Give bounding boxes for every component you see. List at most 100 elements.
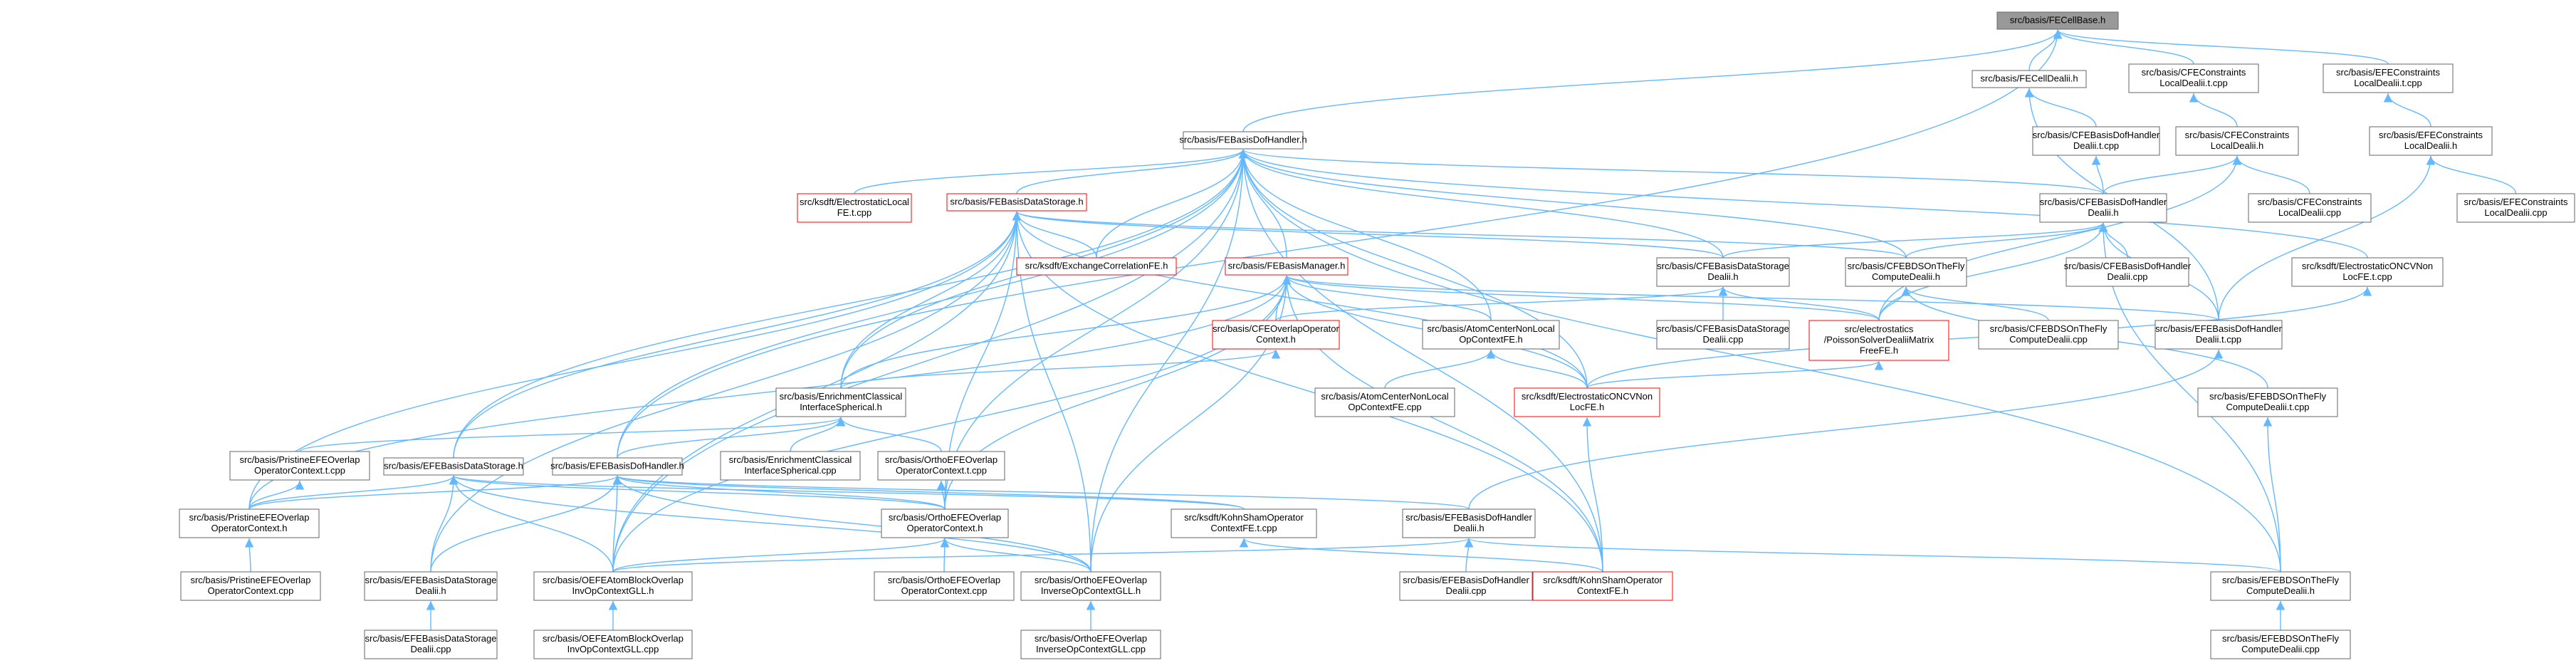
node-box[interactable] bbox=[364, 630, 498, 659]
node-box[interactable] bbox=[1422, 320, 1560, 350]
node-box[interactable] bbox=[2032, 126, 2160, 156]
node-box[interactable] bbox=[1532, 571, 1673, 601]
graph-node-n40[interactable]: src/basis/OEFEAtomBlockOverlapInvOpConte… bbox=[533, 571, 693, 601]
node-box[interactable] bbox=[881, 508, 1009, 538]
graph-node-n2[interactable]: src/basis/CFEConstraintsLocalDealii.t.cp… bbox=[2128, 63, 2259, 93]
graph-node-n49[interactable]: src/basis/EFEBDSOnTheFlyComputeDealii.cp… bbox=[2210, 630, 2351, 659]
graph-node-n26[interactable]: src/basis/AtomCenterNonLocalOpContextFE.… bbox=[1314, 387, 1455, 417]
node-box[interactable] bbox=[797, 193, 912, 223]
graph-node-n30[interactable]: src/basis/EFEBasisDataStorage.h bbox=[383, 457, 524, 476]
node-box[interactable] bbox=[383, 457, 524, 476]
node-box[interactable] bbox=[552, 457, 683, 476]
graph-node-n4[interactable]: src/basis/FEBasisDofHandler.h bbox=[1179, 131, 1307, 150]
node-box[interactable] bbox=[1978, 320, 2119, 350]
graph-node-n34[interactable]: src/basis/PristineEFEOverlapOperatorCont… bbox=[179, 508, 320, 538]
graph-node-n0[interactable]: src/basis/FECellBase.h bbox=[1996, 11, 2119, 30]
node-box[interactable] bbox=[2175, 126, 2299, 156]
graph-node-n35[interactable]: src/basis/OrthoEFEOverlapOperatorContext… bbox=[881, 508, 1009, 538]
graph-node-n38[interactable]: src/basis/PristineEFEOverlapOperatorCont… bbox=[180, 571, 321, 601]
graph-node-n36[interactable]: src/ksdft/KohnShamOperatorContextFE.t.cp… bbox=[1171, 508, 1317, 538]
node-box[interactable] bbox=[2291, 257, 2444, 287]
graph-node-n18[interactable]: src/ksdft/ElectrostaticONCVNonLocFE.t.cp… bbox=[2291, 257, 2444, 287]
node-box[interactable] bbox=[1212, 320, 1340, 350]
node-box[interactable] bbox=[2456, 193, 2575, 223]
graph-node-n14[interactable]: src/basis/FEBasisManager.h bbox=[1225, 257, 1349, 276]
node-box[interactable] bbox=[533, 630, 693, 659]
node-box[interactable] bbox=[364, 571, 498, 601]
node-box[interactable] bbox=[1656, 257, 1790, 287]
node-box[interactable] bbox=[180, 571, 321, 601]
graph-node-n41[interactable]: src/basis/OrthoEFEOverlapOperatorContext… bbox=[874, 571, 1015, 601]
graph-node-n28[interactable]: src/basis/EFEBDSOnTheFlyComputeDealii.t.… bbox=[2197, 387, 2338, 417]
node-box[interactable] bbox=[1514, 387, 1660, 417]
graph-node-n22[interactable]: src/electrostatics/PoissonSolverDealiiMa… bbox=[1808, 320, 1949, 361]
node-box[interactable] bbox=[2323, 63, 2454, 93]
graph-node-n33[interactable]: src/basis/OrthoEFEOverlapOperatorContext… bbox=[877, 451, 1005, 481]
node-box[interactable] bbox=[1020, 571, 1161, 601]
node-box[interactable] bbox=[1399, 571, 1533, 601]
node-box[interactable] bbox=[2369, 126, 2493, 156]
graph-node-n48[interactable]: src/basis/OrthoEFEOverlapInverseOpContex… bbox=[1020, 630, 1161, 659]
graph-node-n32[interactable]: src/basis/EnrichmentClassicalInterfaceSp… bbox=[720, 451, 861, 481]
node-box[interactable] bbox=[1402, 508, 1536, 538]
node-box[interactable] bbox=[2248, 193, 2372, 223]
node-box[interactable] bbox=[720, 451, 861, 481]
node-box[interactable] bbox=[1972, 70, 2087, 88]
graph-node-n42[interactable]: src/basis/OrthoEFEOverlapInverseOpContex… bbox=[1020, 571, 1161, 601]
graph-node-n20[interactable]: src/basis/AtomCenterNonLocalOpContextFE.… bbox=[1422, 320, 1560, 350]
graph-node-n9[interactable]: src/basis/FEBasisDataStorage.h bbox=[946, 193, 1087, 212]
graph-node-n25[interactable]: src/basis/EnrichmentClassicalInterfaceSp… bbox=[775, 387, 906, 417]
node-box[interactable] bbox=[2065, 257, 2189, 287]
node-box[interactable] bbox=[1183, 131, 1304, 150]
graph-node-n47[interactable]: src/basis/OEFEAtomBlockOverlapInvOpConte… bbox=[533, 630, 693, 659]
graph-node-n3[interactable]: src/basis/EFEConstraintsLocalDealii.t.cp… bbox=[2323, 63, 2454, 93]
node-box[interactable] bbox=[1845, 257, 1967, 287]
node-box[interactable] bbox=[1171, 508, 1317, 538]
graph-node-n13[interactable]: src/ksdft/ExchangeCorrelationFE.h bbox=[1016, 257, 1177, 276]
node-box[interactable] bbox=[2197, 387, 2338, 417]
node-box[interactable] bbox=[533, 571, 693, 601]
node-box[interactable] bbox=[1656, 320, 1790, 350]
node-box[interactable] bbox=[1314, 387, 1455, 417]
node-box[interactable] bbox=[2039, 193, 2167, 223]
node-box[interactable] bbox=[775, 387, 906, 417]
graph-node-n29[interactable]: src/basis/PristineEFEOverlapOperatorCont… bbox=[229, 451, 370, 481]
node-box[interactable] bbox=[2154, 320, 2283, 350]
node-box[interactable] bbox=[874, 571, 1015, 601]
node-box[interactable] bbox=[1020, 630, 1161, 659]
graph-node-n31[interactable]: src/basis/EFEBasisDofHandler.h bbox=[550, 457, 684, 476]
node-box[interactable] bbox=[1225, 257, 1349, 276]
node-box[interactable] bbox=[2128, 63, 2259, 93]
node-box[interactable] bbox=[179, 508, 320, 538]
node-box[interactable] bbox=[877, 451, 1005, 481]
graph-node-n23[interactable]: src/basis/CFEBDSOnTheFlyComputeDealii.cp… bbox=[1978, 320, 2119, 350]
node-box[interactable] bbox=[229, 451, 370, 481]
node-box[interactable] bbox=[1016, 257, 1177, 276]
graph-node-n1[interactable]: src/basis/FECellDealii.h bbox=[1972, 70, 2087, 88]
node-box[interactable] bbox=[2210, 630, 2351, 659]
node-box[interactable] bbox=[1808, 320, 1949, 361]
node-box[interactable] bbox=[946, 193, 1087, 212]
node-box[interactable] bbox=[2210, 571, 2351, 601]
node-box[interactable] bbox=[1996, 11, 2119, 30]
